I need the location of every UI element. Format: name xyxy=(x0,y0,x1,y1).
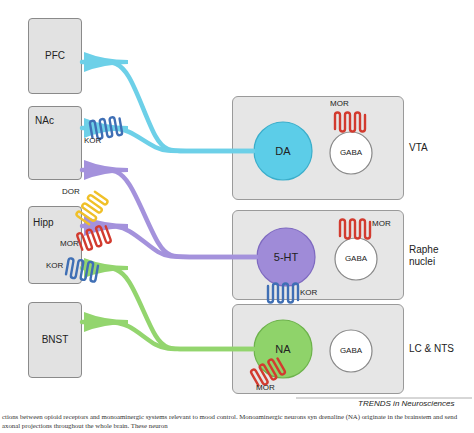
receptor-label: KOR xyxy=(300,289,317,298)
kor-receptor xyxy=(268,284,298,303)
cell-body xyxy=(330,132,372,174)
journal-credit: TRENDS in Neurosciences xyxy=(358,400,454,409)
axon-terminal xyxy=(84,118,128,138)
brain-region-box: NAc xyxy=(28,106,82,180)
axon-projection xyxy=(82,322,253,349)
neuron-cell: GABA xyxy=(334,237,378,281)
cell-label: GABA xyxy=(329,131,373,175)
cell-body xyxy=(335,238,377,280)
cell-label: DA xyxy=(253,121,313,181)
receptor-label: KOR xyxy=(84,137,101,146)
neuron-cell: 5-HT xyxy=(256,227,316,287)
dor-receptor xyxy=(76,190,109,225)
axon-projection xyxy=(82,226,256,257)
neuron-cell: GABA xyxy=(329,131,373,175)
axon-connectors xyxy=(82,62,256,349)
mor-receptor xyxy=(250,356,285,387)
axon-projection xyxy=(82,128,253,151)
axon-projection xyxy=(82,170,256,257)
receptor-label: KOR xyxy=(46,262,63,271)
mor-receptor xyxy=(335,113,365,132)
rule-line xyxy=(296,398,472,399)
receptor-label: MOR xyxy=(330,100,349,109)
receptor-label: MOR xyxy=(372,220,391,229)
axon-projection xyxy=(82,268,253,349)
axon-terminal xyxy=(84,258,128,278)
region-name: NAc xyxy=(35,115,54,127)
neuron-cell: GABA xyxy=(329,329,373,373)
neuron-cell: DA xyxy=(253,121,313,181)
region-name: Hipp xyxy=(33,217,54,229)
cell-body xyxy=(254,122,312,180)
cell-body xyxy=(254,320,312,378)
mor-receptor xyxy=(77,224,112,252)
region-name: PFC xyxy=(29,19,81,93)
cell-label: 5-HT xyxy=(256,227,316,287)
receptor-label: MOR xyxy=(256,384,275,393)
brain-region-box: BNST xyxy=(28,302,82,378)
brain-region-box: PFC xyxy=(28,18,82,94)
region-name: BNST xyxy=(29,303,81,377)
neuron-cell: NA xyxy=(253,319,313,379)
axon-projection xyxy=(82,62,253,151)
nucleus-box: LC & NTSNAGABA xyxy=(232,304,404,394)
receptor-label: MOR xyxy=(60,240,79,249)
cell-label: NA xyxy=(253,319,313,379)
axon-terminal xyxy=(84,312,128,332)
nucleus-box: VTADAGABA xyxy=(232,96,404,200)
axon-terminals xyxy=(84,52,128,332)
nucleus-name: LC & NTS xyxy=(409,343,471,355)
cell-body xyxy=(330,330,372,372)
axon-terminal xyxy=(84,160,128,180)
mor-receptor xyxy=(340,220,370,239)
receptor-label: DOR xyxy=(62,188,80,197)
opioid-receptors xyxy=(66,113,370,388)
axon-terminal xyxy=(84,216,128,236)
cell-body xyxy=(257,228,315,286)
cell-label: GABA xyxy=(334,237,378,281)
figure-caption: ctions between opioid receptors and mono… xyxy=(2,412,472,430)
kor-receptor xyxy=(66,258,99,282)
nucleus-name: Raphe nuclei xyxy=(409,244,449,267)
axon-terminal xyxy=(84,52,128,72)
nucleus-name: VTA xyxy=(409,142,469,154)
cell-label: GABA xyxy=(329,329,373,373)
